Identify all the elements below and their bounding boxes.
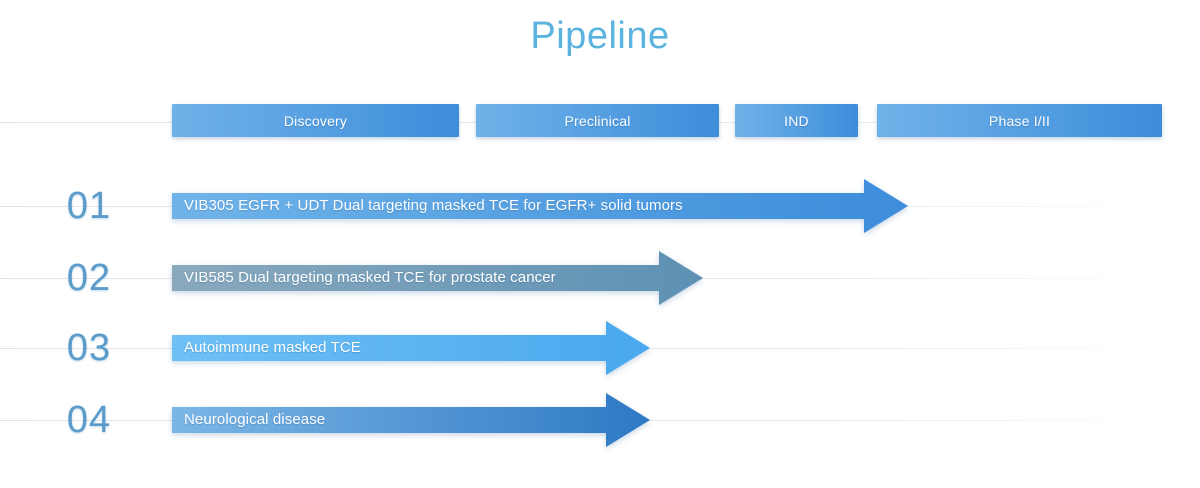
arrow-shape bbox=[172, 251, 703, 305]
phase-header-discovery[interactable]: Discovery bbox=[172, 104, 459, 137]
pipeline-arrow-02[interactable] bbox=[172, 251, 703, 305]
pipeline-arrow-04[interactable] bbox=[172, 393, 650, 447]
pipeline-arrow-01[interactable] bbox=[172, 179, 908, 233]
row-number-02: 02 bbox=[66, 257, 112, 299]
arrow-shape bbox=[172, 321, 650, 375]
row-number-03: 03 bbox=[66, 327, 112, 369]
arrow-shape bbox=[172, 179, 908, 233]
phase-header-preclinical[interactable]: Preclinical bbox=[476, 104, 719, 137]
row-number-01: 01 bbox=[66, 185, 112, 227]
phase-header-phase-i-ii[interactable]: Phase I/II bbox=[877, 104, 1162, 137]
page-title: Pipeline bbox=[530, 15, 670, 57]
pipeline-arrow-03[interactable] bbox=[172, 321, 650, 375]
phase-header-label: Preclinical bbox=[564, 112, 631, 129]
phase-header-label: IND bbox=[784, 112, 809, 129]
arrow-shape bbox=[172, 393, 650, 447]
phase-header-label: Discovery bbox=[283, 112, 348, 129]
phase-header-ind[interactable]: IND bbox=[735, 104, 858, 137]
phase-header-label: Phase I/II bbox=[988, 112, 1051, 129]
row-number-04: 04 bbox=[66, 399, 112, 441]
